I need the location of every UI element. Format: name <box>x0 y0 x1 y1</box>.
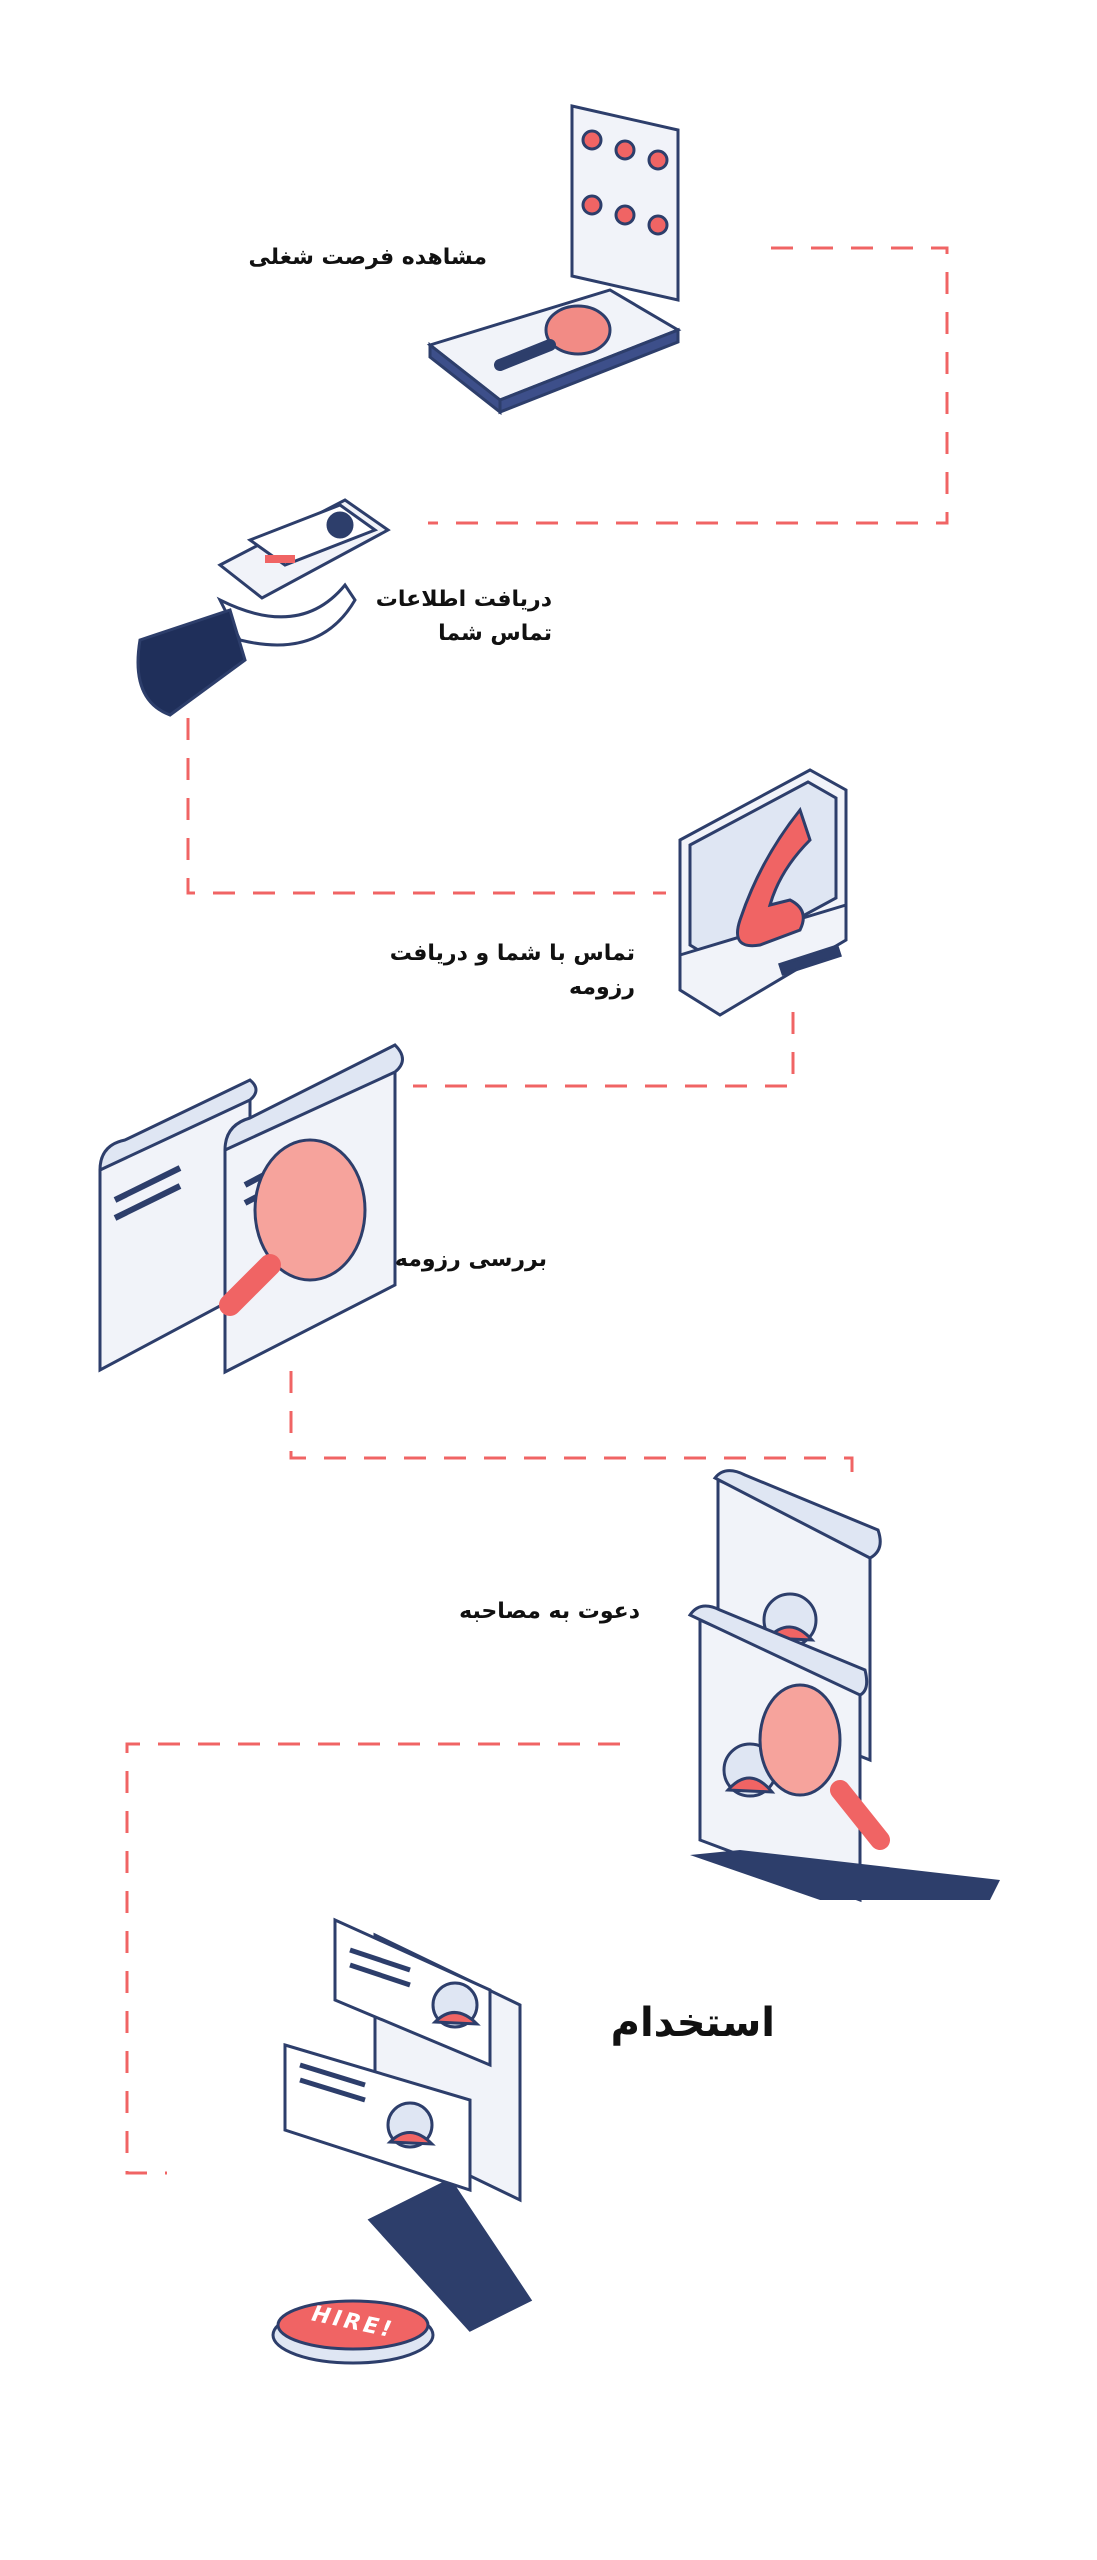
step-2-label-line1: دریافت اطلاعات <box>375 587 552 612</box>
step-3-label-line1: تماس با شما و دریافت <box>389 941 635 966</box>
connector-5 <box>125 1742 620 2175</box>
connector-1 <box>428 246 949 525</box>
interview-cards-icon <box>687 1469 1000 1903</box>
job-board-search-icon <box>426 104 682 416</box>
connector-4 <box>289 1371 854 1489</box>
step-3-label-line2: رزومه <box>569 975 635 1000</box>
step-1-label: مشاهده فرصت شغلی <box>248 245 487 270</box>
step-2-label: دریافت اطلاعات تماس شما <box>376 583 552 651</box>
connector-3 <box>413 1012 795 1088</box>
step-2-label-line2: تماس شما <box>438 621 552 646</box>
laptop-phone-icon <box>678 768 848 1017</box>
hire-stand-icon <box>283 1917 533 2332</box>
resume-review-icon <box>98 1043 404 1375</box>
dashed-connectors <box>125 246 949 2175</box>
step-3-label: تماس با شما و دریافت رزومه <box>390 937 635 1005</box>
step-6-label: استخدام <box>610 2000 775 2046</box>
hire-button[interactable] <box>271 2299 435 2365</box>
step-5-label: دعوت به مصاحبه <box>459 1599 640 1624</box>
hand-phone-icon <box>136 498 391 717</box>
connector-2 <box>186 718 666 895</box>
step-4-label: بررسی رزومه <box>394 1247 547 1272</box>
